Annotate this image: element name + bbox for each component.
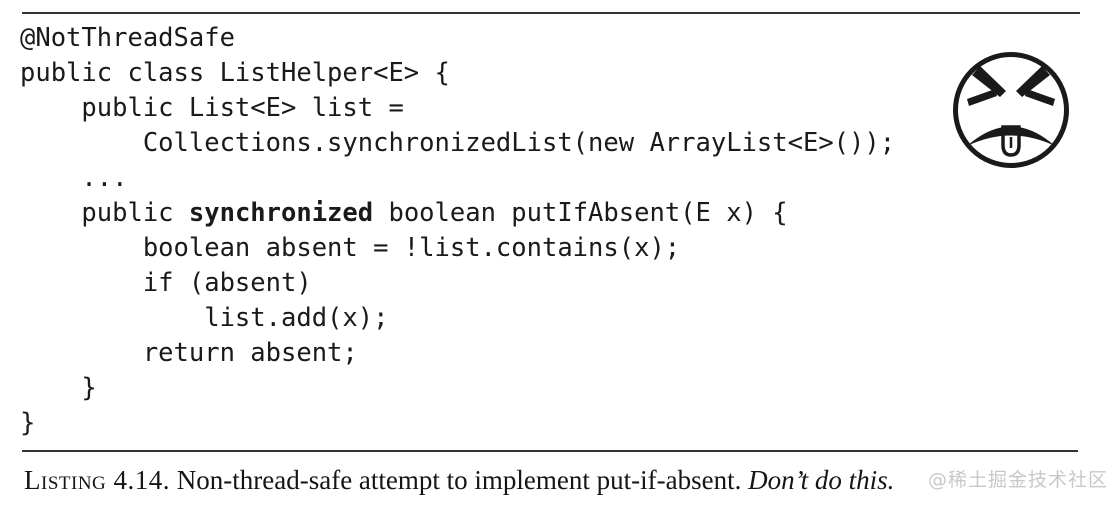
code-line: } — [20, 408, 36, 438]
left-eye-icon — [972, 66, 1006, 97]
code-line: } — [20, 373, 97, 403]
dont-do-this-face-icon — [953, 52, 1069, 168]
code-line: boolean absent = !list.contains(x); — [20, 233, 681, 263]
listing-caption-label: Listing 4.14. — [24, 465, 171, 495]
code-line: ... — [20, 163, 128, 193]
listing-caption: Listing 4.14. Non-thread-safe attempt to… — [24, 463, 1104, 497]
code-line: public List<E> list = — [20, 93, 404, 123]
right-eye-icon — [1016, 66, 1050, 97]
code-line: if (absent) — [20, 268, 312, 298]
code-line: public synchronized boolean putIfAbsent(… — [20, 198, 788, 228]
watermark: @稀土掘金技术社区 — [928, 469, 1109, 491]
left-eye-icon — [967, 89, 997, 106]
right-eye-icon — [1025, 89, 1055, 106]
code-line: return absent; — [20, 338, 358, 368]
code-line: list.add(x); — [20, 303, 389, 333]
code-line: @NotThreadSafe — [20, 23, 235, 53]
listing-caption-emphasis: Don’t do this. — [748, 465, 895, 495]
top-rule — [22, 12, 1080, 14]
caption-rule — [22, 450, 1078, 452]
frown-mouth-icon — [967, 126, 1055, 146]
listing-caption-text: Non-thread-safe attempt to implement put… — [170, 465, 749, 495]
code-block: @NotThreadSafe public class ListHelper<E>… — [20, 21, 895, 441]
code-line: Collections.synchronizedList(new ArrayLi… — [20, 128, 896, 158]
code-line: public class ListHelper<E> { — [20, 58, 450, 88]
